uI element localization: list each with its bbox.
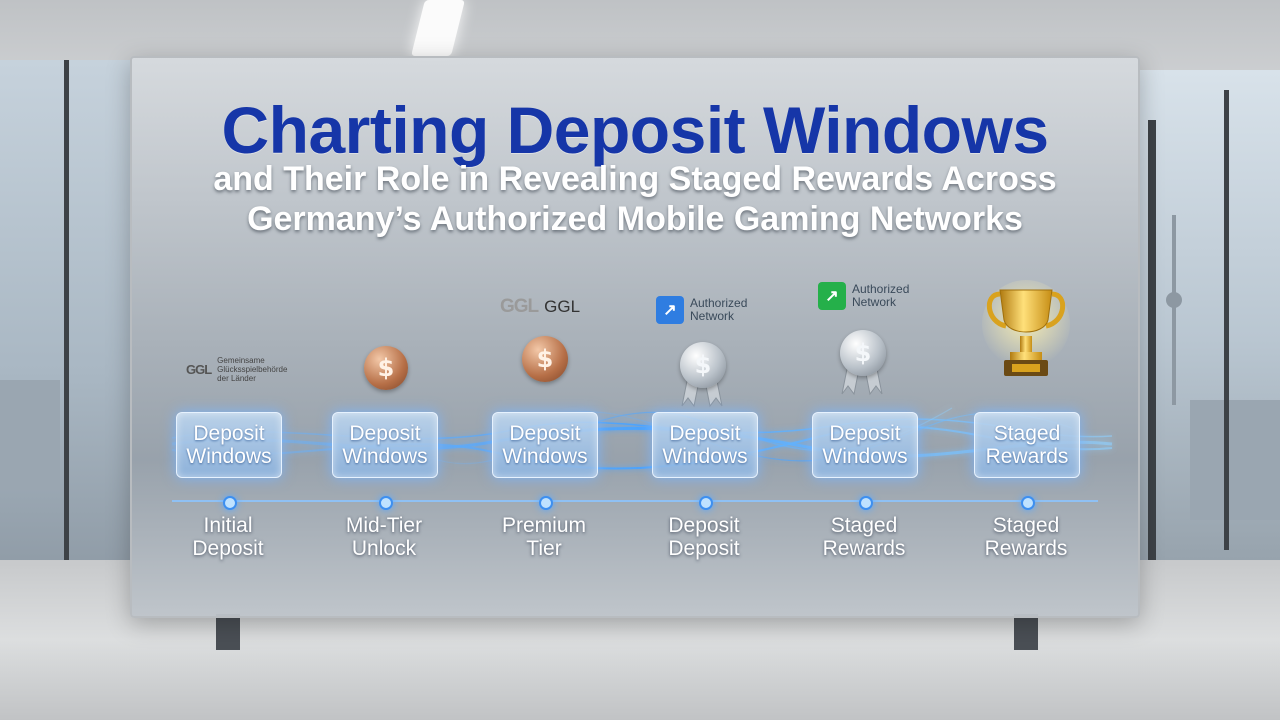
tv-tower-sphere	[1166, 292, 1182, 308]
authorized-network-badge-blue: ↗ Authorized Network	[656, 296, 747, 324]
board-title: Charting Deposit Windows	[221, 93, 1049, 167]
timeline-dot	[699, 496, 713, 510]
timeline-dot	[539, 496, 553, 510]
gold-trophy-icon	[982, 280, 1070, 376]
window-frame	[1148, 120, 1156, 560]
ggl-badge: GGL GGL	[500, 296, 580, 318]
bronze-coin-icon: $	[364, 346, 408, 390]
city-building	[0, 380, 60, 490]
authorized-network-badge-green: ↗ Authorized Network	[818, 282, 909, 310]
authorized-network-icon: ↗	[818, 282, 846, 310]
ggl-authority-seal: GGL Gemeinsame Glücksspielbehörde der Lä…	[186, 356, 287, 383]
board-subtitle-line-1: and Their Role in Revealing Staged Rewar…	[213, 160, 1057, 198]
flow-line	[171, 426, 1113, 458]
timeline-dot	[859, 496, 873, 510]
bronze-coin-icon: $	[522, 336, 568, 382]
authorized-network-icon: ↗	[656, 296, 684, 324]
auth-label-line2: Network	[690, 309, 735, 323]
auth-label-line2: Network	[852, 295, 897, 309]
ggl-logo: GGL	[500, 296, 539, 317]
flow-line	[171, 425, 1113, 470]
ggl-label: GGL	[544, 297, 581, 316]
display-board: Charting Deposit Windows and Their Role …	[130, 56, 1140, 618]
window-frame	[1224, 90, 1229, 550]
board-leg	[1014, 614, 1038, 650]
city-building	[1190, 400, 1280, 520]
timeline-dot	[223, 496, 237, 510]
tv-tower	[1172, 215, 1176, 405]
board-leg	[216, 614, 240, 650]
timeline-dot	[379, 496, 393, 510]
window-frame	[64, 60, 69, 570]
board-subtitle-line-2: Germany’s Authorized Mobile Gaming Netwo…	[247, 200, 1023, 238]
ggl-logo: GGL	[186, 362, 212, 377]
auth-label-line1: Authorized	[852, 282, 910, 296]
timeline-dot	[1021, 496, 1035, 510]
auth-label-line1: Authorized	[690, 296, 748, 310]
ggl-seal-text: Gemeinsame Glücksspielbehörde der Länder	[217, 356, 288, 383]
